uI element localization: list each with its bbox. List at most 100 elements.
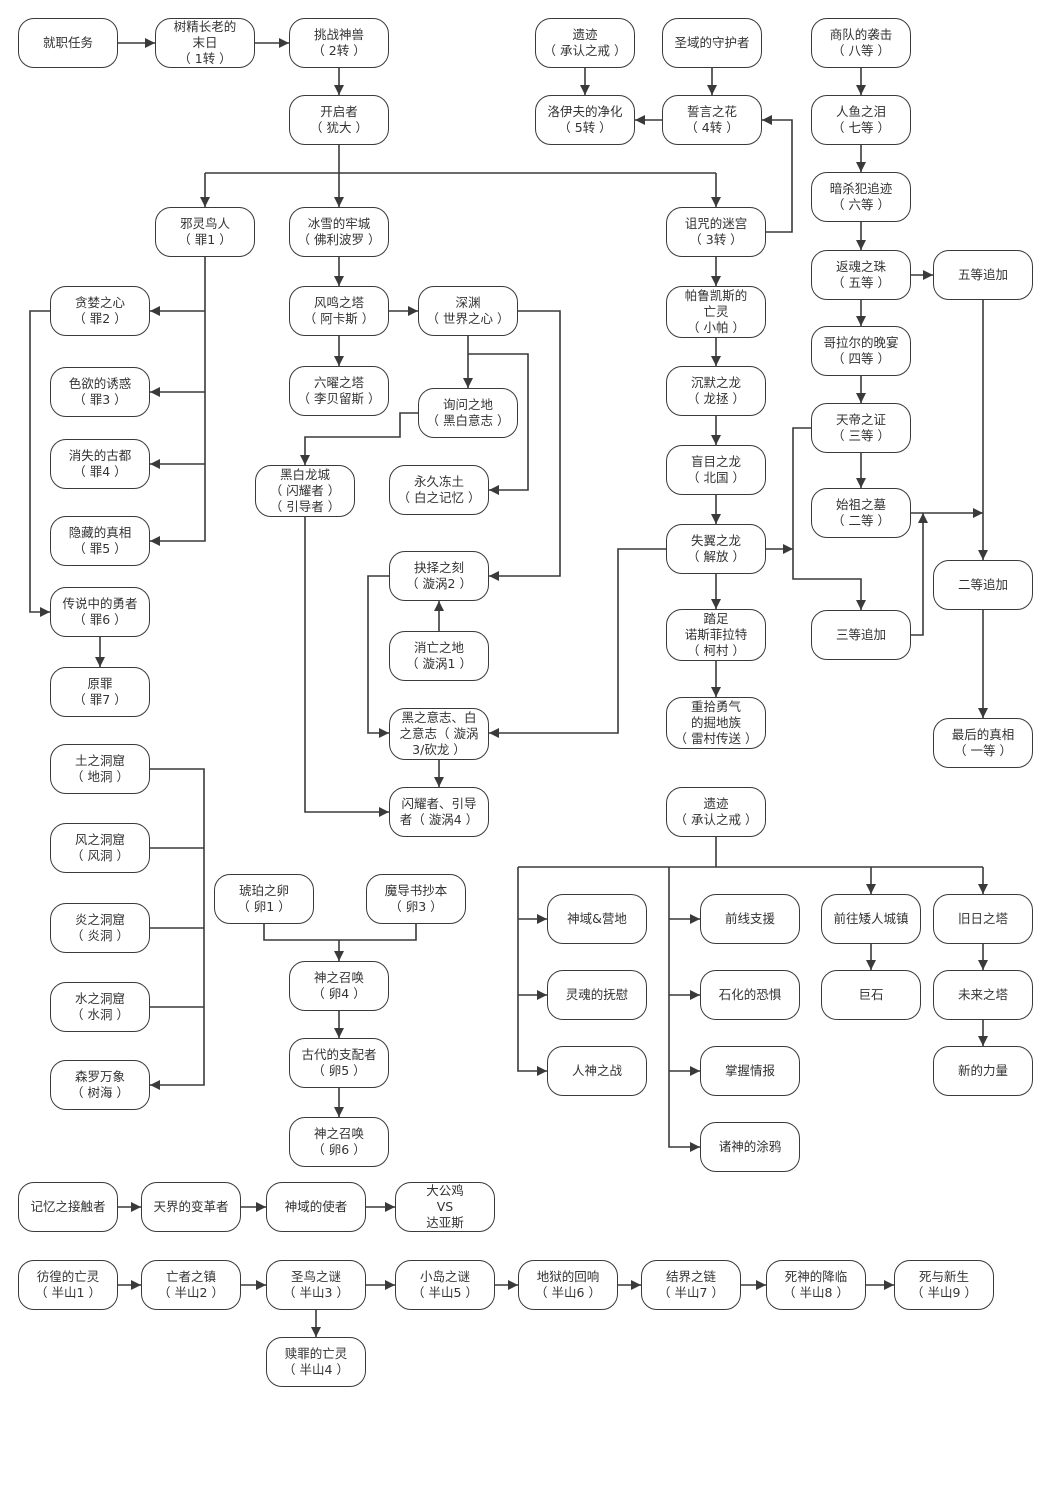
quest-node-label: 沉默之龙 （ 龙拯 ） (687, 375, 745, 406)
quest-node-label: 琥珀之卵 （ 卵1 ） (237, 883, 291, 914)
quest-node-label: 结界之链 （ 半山7 ） (658, 1269, 724, 1300)
quest-node-label: 水之洞窟 （ 水洞 ） (71, 991, 129, 1022)
quest-node-label: 圣鸟之谜 （ 半山3 ） (283, 1269, 349, 1300)
quest-node-label: 巨石 (858, 987, 884, 1002)
quest-node-label: 黑之意志、白 之意志（ 漩涡 3/砍龙 ） (399, 710, 479, 757)
quest-node-n19: 最后的真相 （ 一等 ） (933, 718, 1033, 768)
quest-node-label: 神之召唤 （ 卵6 ） (312, 1126, 366, 1157)
quest-node-label: 原罪 （ 罪7 ） (73, 676, 127, 707)
quest-node-n28: 风鸣之塔 （ 阿卡斯 ） (289, 286, 389, 336)
quest-node-label: 土之洞窟 （ 地洞 ） (71, 753, 129, 784)
quest-node-n46: 风之洞窟 （ 风洞 ） (50, 823, 150, 873)
quest-node-n63: 前往矮人城镇 (821, 894, 921, 944)
quest-node-label: 就职任务 (42, 35, 93, 50)
connector-arrow (367, 575, 389, 738)
quest-node-label: 开启者 （ 犹大 ） (310, 104, 368, 135)
quest-node-n73: 亡者之镇 （ 半山2 ） (141, 1260, 241, 1310)
quest-node-n3: 挑战神兽 （ 2转 ） (289, 18, 389, 68)
quest-node-label: 抉择之刻 （ 漩涡2 ） (406, 560, 472, 591)
quest-node-n54: 神之召唤 （ 卵6 ） (289, 1117, 389, 1167)
quest-node-n47: 炎之洞窟 （ 炎洞 ） (50, 903, 150, 953)
quest-node-n49: 森罗万象 （ 树海 ） (50, 1060, 150, 1110)
quest-node-n9: 商队的袭击 （ 八等 ） (811, 18, 911, 68)
connector-arrow (150, 768, 205, 1090)
quest-node-n20: 邪灵鸟人 （ 罪1 ） (155, 207, 255, 257)
quest-node-label: 始祖之墓 （ 二等 ） (832, 497, 890, 528)
quest-node-n80: 赎罪的亡灵 （ 半山4 ） (266, 1337, 366, 1387)
quest-node-label: 诅咒的迷宫 （ 3转 ） (684, 216, 748, 247)
quest-node-n69: 天界的变革者 (141, 1182, 241, 1232)
quest-node-n31: 询问之地 （ 黑白意志 ） (418, 388, 518, 438)
quest-node-n58: 人神之战 (547, 1046, 647, 1096)
connector-arrow (300, 412, 418, 465)
quest-node-label: 消亡之地 （ 漩涡1 ） (406, 640, 472, 671)
quest-node-label: 挑战神兽 （ 2转 ） (312, 27, 366, 58)
connector-arrow (668, 867, 700, 1152)
quest-node-n22: 色欲的诱惑 （ 罪3 ） (50, 367, 150, 417)
connector-arrow (489, 548, 666, 738)
quest-node-label: 失翼之龙 （ 解放 ） (687, 533, 745, 564)
quest-node-label: 隐藏的真相 （ 罪5 ） (68, 525, 132, 556)
quest-node-n42: 失翼之龙 （ 解放 ） (666, 524, 766, 574)
quest-node-label: 踏足 诺斯菲拉特 （ 柯村 ） (684, 611, 748, 658)
quest-node-label: 树精长老的 末日 （ 1转 ） (173, 19, 237, 66)
quest-node-label: 邪灵鸟人 （ 罪1 ） (178, 216, 232, 247)
quest-node-label: 人鱼之泪 （ 七等 ） (832, 104, 890, 135)
quest-node-label: 诸神的涂鸦 (718, 1139, 782, 1154)
quest-node-label: 最后的真相 （ 一等 ） (951, 727, 1015, 758)
quest-node-label: 古代的支配者 （ 卵5 ） (301, 1047, 377, 1078)
quest-node-label: 人神之战 (571, 1063, 622, 1078)
connector-arrow (29, 310, 50, 617)
quest-node-n74: 圣鸟之谜 （ 半山3 ） (266, 1260, 366, 1310)
quest-node-n53: 古代的支配者 （ 卵5 ） (289, 1038, 389, 1088)
quest-node-n38: 诅咒的迷宫 （ 3转 ） (666, 207, 766, 257)
quest-node-n24: 隐藏的真相 （ 罪5 ） (50, 516, 150, 566)
quest-node-n66: 未来之塔 (933, 970, 1033, 1020)
quest-node-n67: 新的力量 (933, 1046, 1033, 1096)
quest-node-label: 旧日之塔 (957, 911, 1008, 926)
quest-node-label: 遗迹 （ 承认之戒 ） (543, 27, 627, 58)
quest-node-label: 地狱的回响 （ 半山6 ） (535, 1269, 601, 1300)
quest-node-label: 神域的使者 (284, 1199, 348, 1214)
quest-node-n56: 神域&营地 (547, 894, 647, 944)
quest-node-n29: 深渊 （ 世界之心 ） (418, 286, 518, 336)
quest-node-label: 六曜之塔 （ 李贝留斯 ） (297, 375, 381, 406)
quest-node-n30: 六曜之塔 （ 李贝留斯 ） (289, 366, 389, 416)
quest-node-label: 永久冻土 （ 白之记忆 ） (397, 474, 481, 505)
quest-node-n25: 传说中的勇者 （ 罪6 ） (50, 587, 150, 637)
quest-node-n65: 旧日之塔 (933, 894, 1033, 944)
quest-node-label: 传说中的勇者 （ 罪6 ） (62, 596, 138, 627)
quest-node-n16: 始祖之墓 （ 二等 ） (811, 488, 911, 538)
quest-node-label: 魔导书抄本 （ 卵3 ） (384, 883, 448, 914)
quest-node-n59: 前线支援 (700, 894, 800, 944)
quest-node-label: 天帝之证 （ 三等 ） (832, 412, 890, 443)
quest-node-n33: 永久冻土 （ 白之记忆 ） (389, 465, 489, 515)
quest-node-label: 询问之地 （ 黑白意志 ） (426, 397, 510, 428)
quest-node-n18: 二等追加 (933, 560, 1033, 610)
quest-node-n77: 结界之链 （ 半山7 ） (641, 1260, 741, 1310)
quest-node-n75: 小岛之谜 （ 半山5 ） (395, 1260, 495, 1310)
quest-node-n51: 魔导书抄本 （ 卵3 ） (366, 874, 466, 924)
quest-node-n12: 返魂之珠 （ 五等 ） (811, 250, 911, 300)
quest-node-label: 记忆之接触者 (30, 1199, 106, 1214)
quest-node-label: 色欲的诱惑 （ 罪3 ） (68, 376, 132, 407)
quest-node-label: 亡者之镇 （ 半山2 ） (158, 1269, 224, 1300)
quest-node-label: 炎之洞窟 （ 炎洞 ） (71, 912, 129, 943)
quest-node-label: 神域&营地 (567, 911, 627, 926)
quest-node-n62: 诸神的涂鸦 (700, 1122, 800, 1172)
quest-node-label: 风之洞窟 （ 风洞 ） (71, 832, 129, 863)
quest-node-label: 二等追加 (957, 577, 1008, 592)
quest-node-n64: 巨石 (821, 970, 921, 1020)
quest-node-n15: 天帝之证 （ 三等 ） (811, 403, 911, 453)
quest-node-n70: 神域的使者 (266, 1182, 366, 1232)
quest-node-n78: 死神的降临 （ 半山8 ） (766, 1260, 866, 1310)
connector-arrow (762, 115, 793, 233)
quest-node-label: 风鸣之塔 （ 阿卡斯 ） (303, 295, 375, 326)
quest-node-n10: 人鱼之泪 （ 七等 ） (811, 95, 911, 145)
quest-node-label: 前往矮人城镇 (833, 911, 909, 926)
quest-node-label: 贪婪之心 （ 罪2 ） (73, 295, 127, 326)
quest-node-n4: 开启者 （ 犹大 ） (289, 95, 389, 145)
quest-node-n71: 大公鸡 VS 达亚斯 (395, 1182, 495, 1232)
